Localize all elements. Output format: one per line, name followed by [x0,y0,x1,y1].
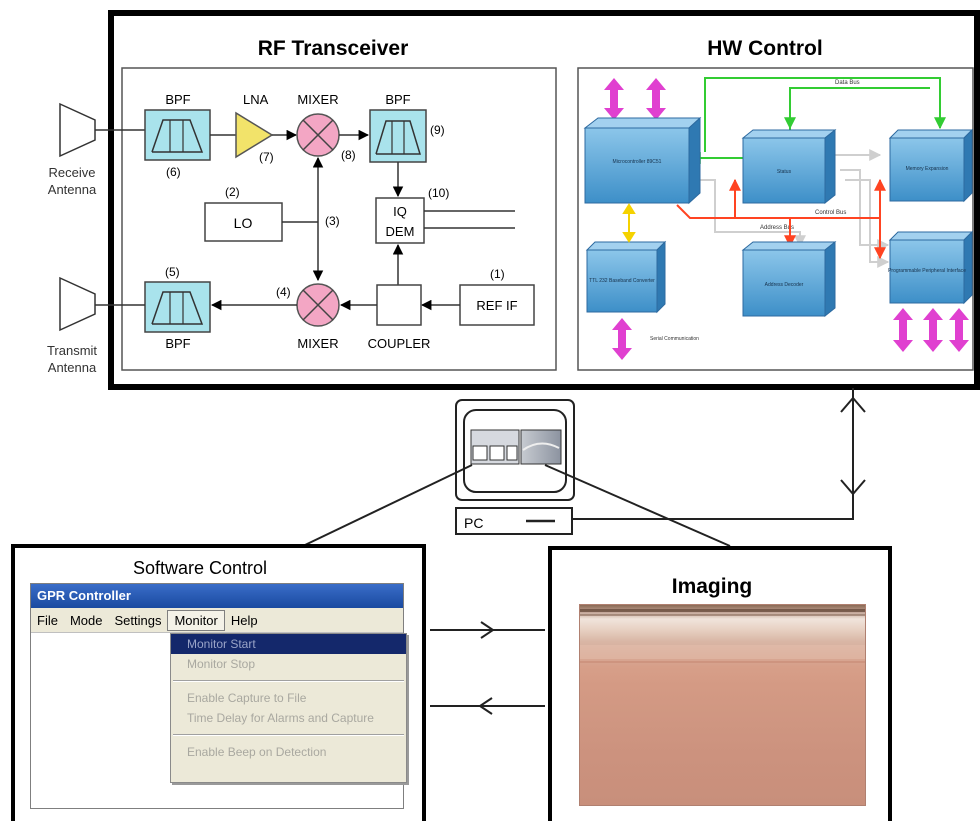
hw-block-microcontroller: Microcontroller 89C51 [583,116,702,205]
mixer-top [296,113,340,157]
svg-text:TTL 232 Baseband Converter: TTL 232 Baseband Converter [589,278,655,284]
label-n3: (3) [325,214,340,228]
lna-label: LNA [243,92,269,107]
hw-block-address-decoder: Address Decoder [741,240,837,318]
hw-address-lines [690,149,890,268]
pc-base-icon [455,507,573,535]
mixer-top-label: MIXER [297,92,338,107]
lo-label: LO [234,215,253,231]
menu-item-monitor-start[interactable]: Monitor Start [171,634,406,654]
pc-label: PC [464,515,483,531]
menu-file[interactable]: File [37,612,58,628]
receive-antenna-icon [59,102,145,158]
menu-item-enable-capture[interactable]: Enable Capture to File [187,691,307,705]
bpf-rx-block [144,109,211,161]
gpr-image [579,604,866,806]
hw-yellow-link [622,203,636,243]
bpf-tx-block [144,281,211,333]
bpf-if-block [369,109,427,163]
lna-triangle [235,111,274,159]
gpr-controller-window: GPR Controller File Mode Settings Monito… [30,583,407,809]
label-n7: (7) [259,150,274,164]
menu-item-monitor-stop[interactable]: Monitor Stop [187,657,256,671]
coupler-label: COUPLER [368,336,431,351]
menu-monitor[interactable]: Monitor [167,609,225,631]
receive-antenna-label-1: Receive [49,165,96,180]
svg-text:Programmable Peripheral Interf: Programmable Peripheral Interface [888,268,966,274]
monitor-dropdown: Monitor Start Monitor Stop Enable Captur… [170,633,407,783]
hw-control-bus-label: Control Bus [815,210,846,216]
gpr-menubar: File Mode Settings Monitor Help [31,608,403,633]
iq-dem-block [375,197,425,244]
hw-address-bus-label: Address Bus [760,225,794,231]
svg-text:Status: Status [777,169,792,175]
menu-settings[interactable]: Settings [114,612,162,628]
menu-separator [173,680,404,682]
rf-panel-title: RF Transceiver [258,37,409,60]
bpf-tx-label: BPF [165,336,190,351]
coupler-block [376,284,422,326]
label-n6: (6) [166,165,181,179]
menu-mode[interactable]: Mode [69,612,103,628]
menu-item-enable-beep[interactable]: Enable Beep on Detection [187,745,327,759]
mixer-bottom-label: MIXER [297,336,338,351]
menu-item-time-delay[interactable]: Time Delay for Alarms and Capture [187,711,374,725]
bpf-rx-label: BPF [165,92,190,107]
hw-control-bus [676,178,886,260]
hw-port-arrows-bottom [612,308,969,360]
menu-help[interactable]: Help [230,612,258,628]
hw-port-arrows-top [604,78,666,120]
menu-separator [173,734,404,736]
iq-dem-label-2: DEM [386,224,415,239]
hw-block-memory: Memory Expansion [888,128,974,203]
hw-serial-label: Serial Communication [650,336,699,342]
bpf-if-label: BPF [385,92,410,107]
svg-text:Memory Expansion: Memory Expansion [906,166,949,172]
gpr-controller-titlebar: GPR Controller [31,584,403,608]
software-imaging-arrows [430,621,545,715]
pc-hw-link [572,388,866,520]
label-n1: (1) [490,267,505,281]
svg-text:Address Decoder: Address Decoder [765,282,804,288]
mixer-bottom [296,283,340,327]
label-n4: (4) [276,285,291,299]
label-n5: (5) [165,265,180,279]
svg-text:Microcontroller 89C51: Microcontroller 89C51 [613,159,662,165]
ref-if-block [459,284,535,326]
imaging-panel-title: Imaging [672,575,753,598]
hw-block-ppi: Programmable Peripheral Interface [888,230,974,305]
label-n2: (2) [225,185,240,199]
label-n8: (8) [341,148,356,162]
hw-data-bus-label: Data Bus [835,80,860,86]
transmit-antenna-label-1: Transmit [47,343,97,358]
receive-antenna-label-2: Antenna [48,182,97,197]
iq-dem-label-1: IQ [393,204,407,219]
hw-block-ttl-converter: TTL 232 Baseband Converter [585,240,667,314]
pc-to-imaging-line [544,464,731,547]
transmit-antenna-icon [59,276,145,332]
hw-panel-title: HW Control [707,37,822,60]
hw-block-status: Status [741,128,837,205]
ref-if-label: REF IF [476,298,517,313]
pc-to-software-line [304,464,473,546]
label-n10: (10) [428,186,449,200]
label-n9: (9) [430,123,445,137]
software-panel-title: Software Control [133,558,267,578]
transmit-antenna-label-2: Antenna [48,360,97,375]
pc-monitor-icon [455,399,575,501]
lo-block [204,202,283,242]
